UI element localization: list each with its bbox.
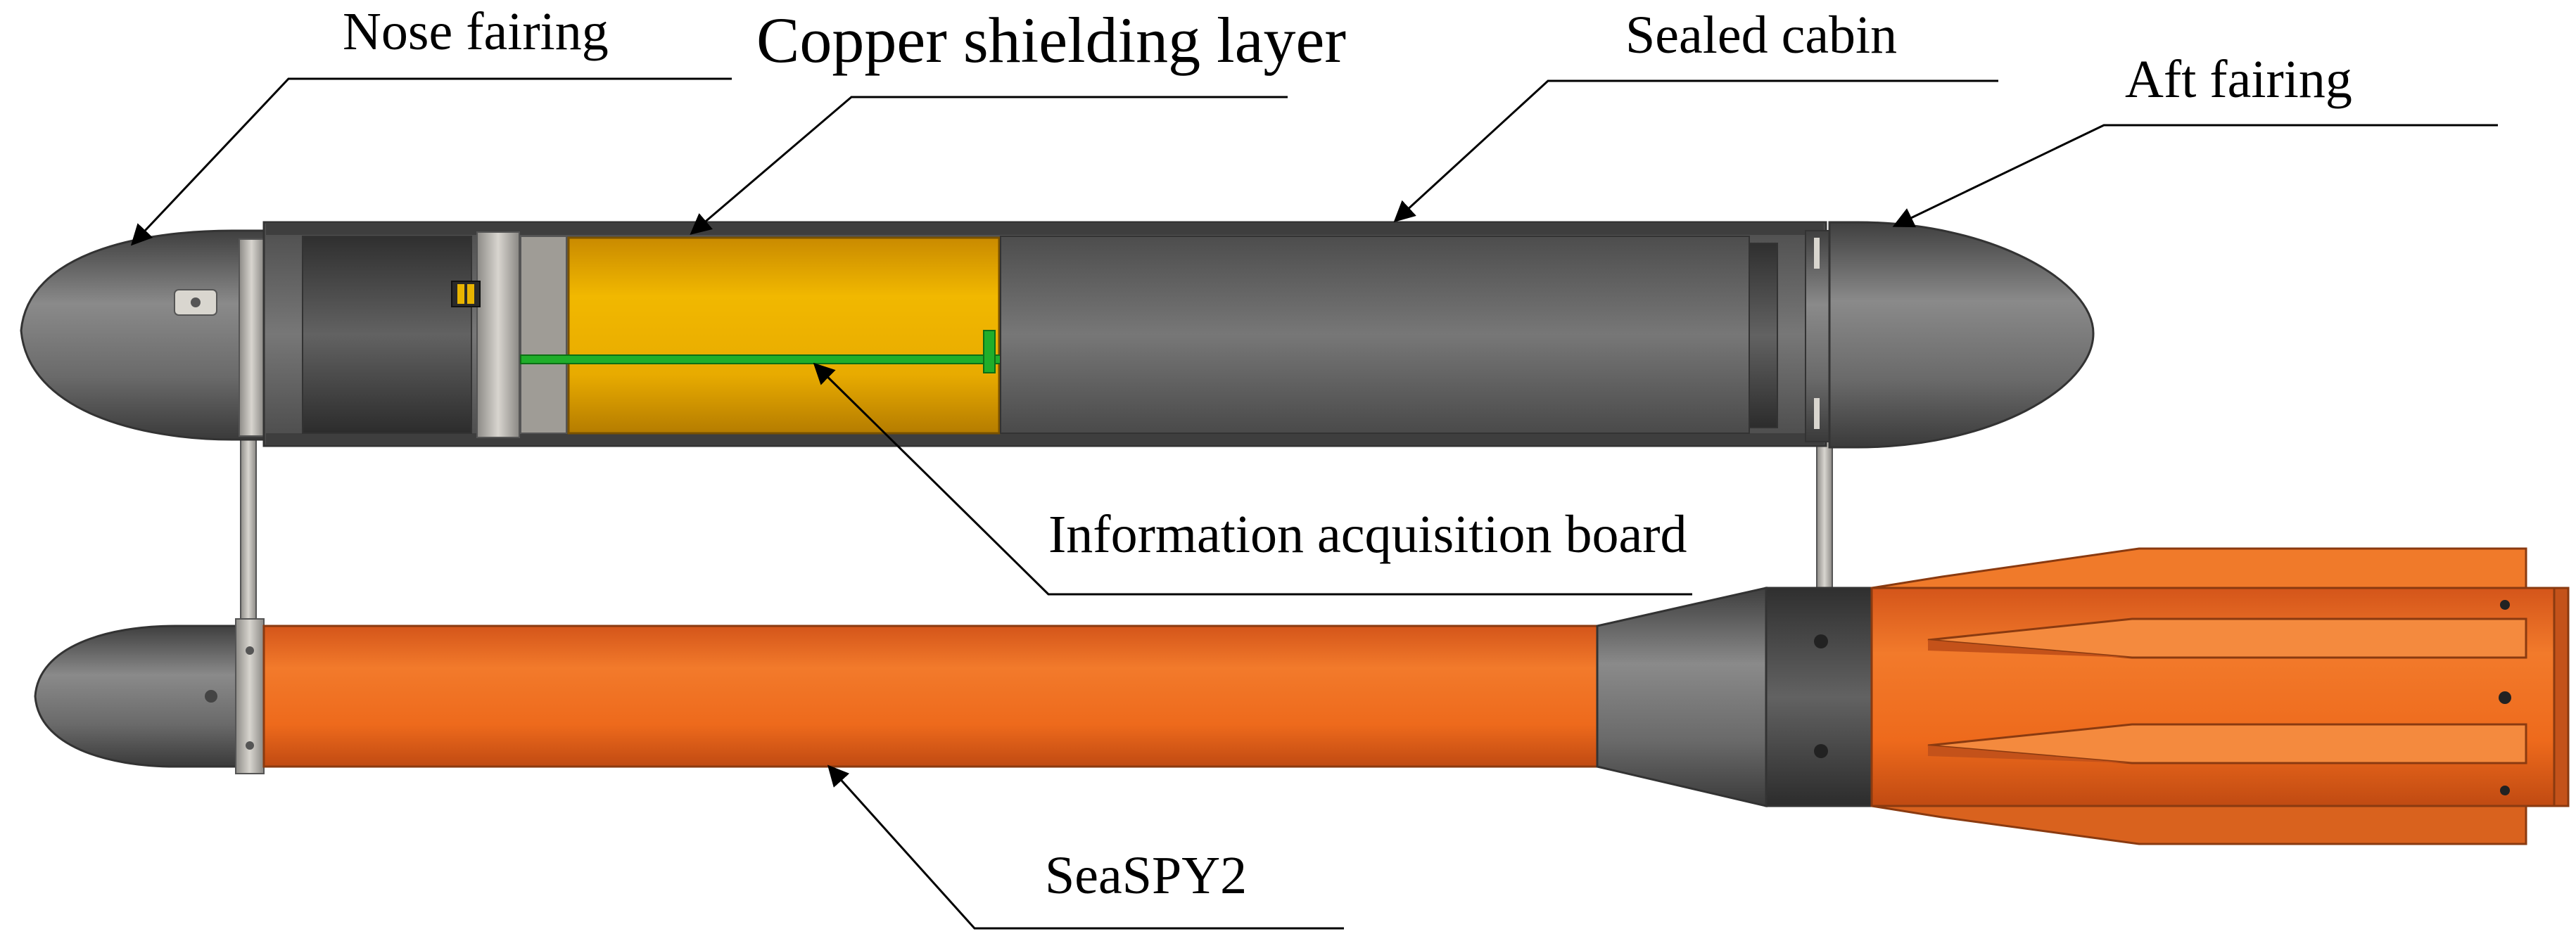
aft-fairing-shape — [1828, 221, 2095, 449]
acquisition-board — [520, 354, 1014, 364]
label-information-acquisition-board: Information acquisition board — [1048, 505, 1687, 564]
leader-acquisition-board — [813, 362, 1692, 596]
upper-housing — [20, 221, 2095, 634]
seaspy2-fins-bottom — [1871, 805, 2527, 845]
seaspy2-taper — [1596, 587, 1768, 807]
leader-copper-shielding — [690, 96, 1288, 235]
connector — [451, 281, 481, 307]
label-aft-fairing: Aft fairing — [2125, 50, 2352, 109]
label-sealed-cabin: Sealed cabin — [1625, 6, 1897, 65]
seaspy2-ring — [235, 618, 265, 774]
copper-shielding — [567, 236, 1001, 435]
sealed-cabin — [1000, 236, 1750, 434]
seaspy2-body — [34, 547, 2570, 845]
label-copper-shielding-layer: Copper shielding layer — [756, 4, 1346, 76]
leader-sealed-cabin — [1393, 79, 1998, 223]
front-ring — [239, 238, 265, 437]
leader-lines — [130, 77, 2498, 930]
seaspy2-tube — [262, 625, 1599, 768]
rear-strut — [1816, 425, 1833, 595]
bulkhead — [476, 231, 520, 438]
leader-seaspy2 — [827, 764, 1344, 930]
nose-fairing-shape — [20, 229, 269, 441]
leader-aft-fairing — [1892, 124, 2498, 228]
front-compartment — [302, 236, 472, 434]
label-nose-fairing: Nose fairing — [343, 2, 609, 61]
leader-nose-fairing — [130, 77, 732, 246]
seaspy2-nose — [34, 625, 241, 768]
seaspy2-fins-top — [1871, 547, 2527, 589]
front-strut — [240, 435, 257, 634]
label-seaspy2: SeaSPY2 — [1045, 846, 1247, 905]
